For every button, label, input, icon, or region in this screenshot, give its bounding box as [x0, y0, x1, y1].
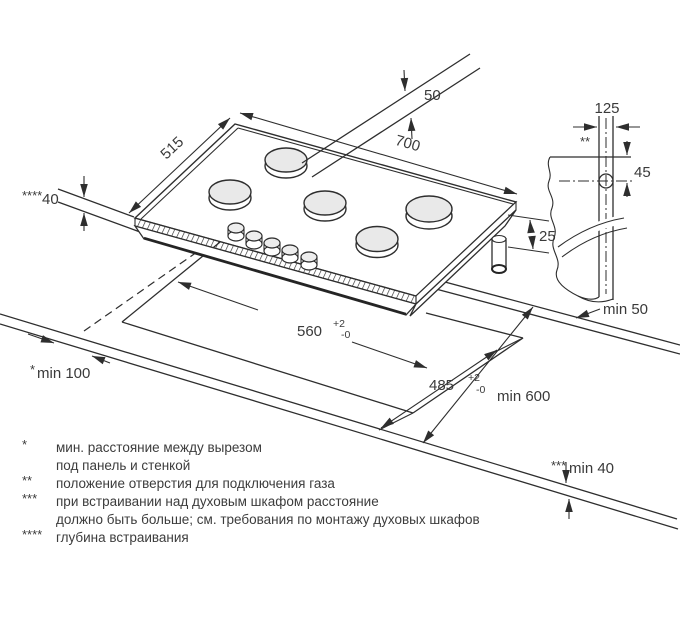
dim-560-tol-plus: +2 — [333, 318, 345, 330]
footnote-text: мин. расстояние между вырезом — [56, 440, 262, 455]
dim-125-label: 125 — [594, 100, 619, 117]
dim-25-label: 25 — [539, 228, 556, 245]
footnote-text: положение отверстия для подключения газа — [56, 476, 335, 491]
dim-40-marker: **** — [22, 188, 42, 203]
burner — [303, 190, 347, 222]
dim-515-label: 515 — [157, 133, 187, 163]
dim-oven-clearance-min40: *** min 40 — [551, 458, 614, 519]
wall-section-detail: 125 ** 45 — [547, 100, 651, 303]
burner — [355, 225, 399, 259]
cutout-hidden-edge — [83, 251, 198, 332]
burner — [405, 195, 453, 230]
control-knob — [245, 230, 263, 250]
footnote-marker: *** — [22, 491, 37, 506]
rear-wall-line — [401, 270, 680, 355]
dim-min40-marker: *** — [551, 458, 566, 473]
footnotes: * мин. расстояние между вырезом под пане… — [22, 437, 480, 545]
footnote-text: глубина встраивания — [56, 530, 189, 545]
worktop-front-edge-band — [0, 313, 679, 530]
dim-min100-marker: * — [30, 362, 35, 377]
footnote-marker: ** — [22, 473, 32, 488]
hob-isometric — [133, 123, 518, 317]
dim-40-label: 40 — [42, 191, 59, 208]
dim-rear-clearance-min50: min 50 — [575, 301, 648, 319]
dim-side-clearance-min100: * min 100 — [27, 333, 111, 382]
footnote-text: должно быть больше; см. требования по мо… — [56, 512, 480, 527]
control-knob — [281, 244, 299, 264]
dim-45-label: 45 — [634, 164, 651, 181]
dim-485-label: 485 — [429, 377, 454, 394]
gas-pipe — [491, 234, 507, 274]
burner — [208, 179, 252, 211]
dim-560-label: 560 — [297, 323, 322, 340]
dim-worktop-depth-min600: min 600 — [422, 306, 550, 444]
dim-builtin-depth-40: **** 40 — [22, 176, 141, 233]
dim-50-label: 50 — [424, 87, 441, 104]
dim-hob-width-700: 700 — [239, 112, 518, 195]
dim-pipe-drop-25: 25 — [507, 214, 556, 254]
dim-min40-label: min 40 — [569, 460, 614, 477]
control-knob — [300, 251, 318, 271]
dim-rear-gap-50: 50 — [301, 53, 481, 178]
dim-700-label: 700 — [393, 132, 422, 155]
hob-body-front — [133, 224, 418, 316]
burner — [264, 147, 308, 179]
footnote-marker: **** — [22, 527, 42, 542]
footnote-text: при встраивании над духовым шкафом расст… — [56, 494, 379, 509]
dim-485-tol-minus: -0 — [476, 384, 485, 396]
control-knob — [263, 237, 281, 257]
break-line — [561, 227, 628, 258]
burners — [208, 147, 453, 259]
dim-560-tol-minus: -0 — [341, 329, 350, 341]
footnote-marker: * — [22, 437, 27, 452]
dim-min600-label: min 600 — [497, 388, 550, 405]
control-knobs — [227, 222, 318, 271]
dim-cutout-depth-485: 485 +2 -0 — [378, 337, 524, 431]
hob-body-right — [409, 209, 517, 317]
footnote-text: под панель и стенкой — [56, 458, 190, 473]
break-line — [557, 217, 625, 248]
control-knob — [227, 222, 245, 242]
dim-min50-label: min 50 — [603, 301, 648, 318]
gas-hole-marker: ** — [580, 134, 590, 149]
dim-min100-label: min 100 — [37, 365, 90, 382]
